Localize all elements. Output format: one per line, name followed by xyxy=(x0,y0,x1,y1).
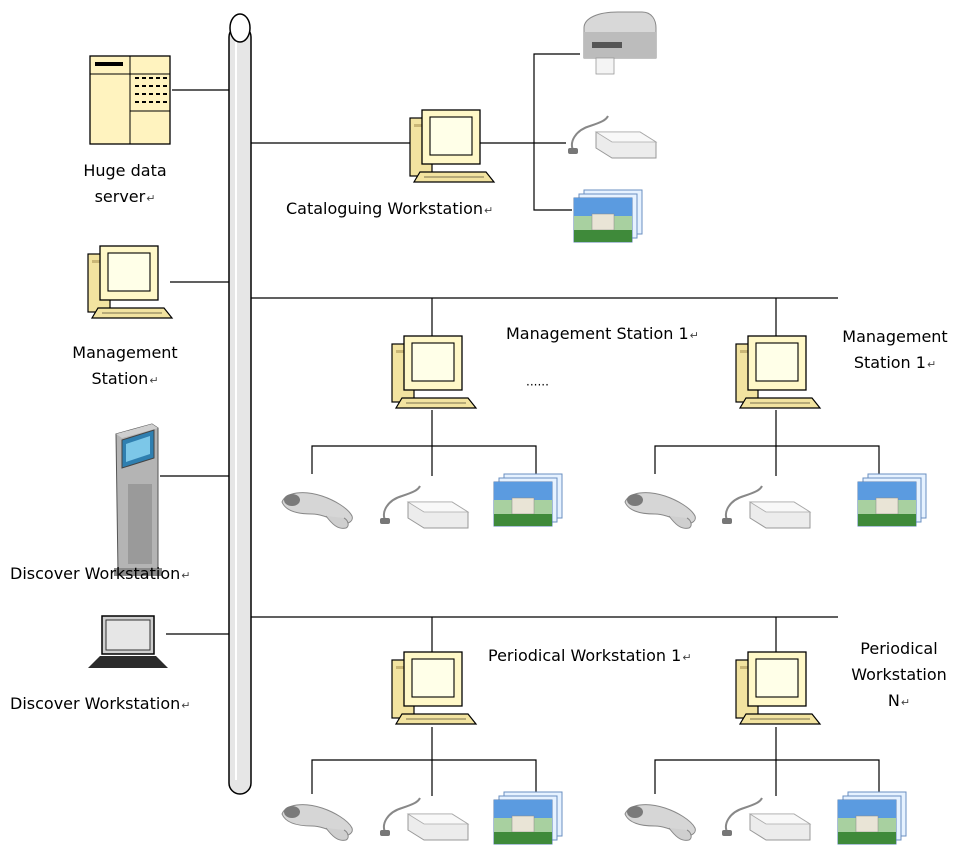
label-periodical-workstation-right: Periodical Workstation N↵ xyxy=(851,639,947,710)
computer-icon xyxy=(391,335,477,409)
server-icon xyxy=(89,55,171,145)
laptop-icon xyxy=(88,615,168,668)
label-discover-workstation-kiosk: Discover Workstation↵ xyxy=(10,564,191,583)
barcode-scanner-icon xyxy=(624,804,696,841)
library-card-icon xyxy=(493,473,563,527)
computer-icon xyxy=(735,335,821,409)
label-management-station-mid: Management Station 1↵ xyxy=(506,324,699,343)
label-discover-workstation-laptop: Discover Workstation↵ xyxy=(10,694,191,713)
backbone-bus xyxy=(228,13,252,795)
kiosk-icon xyxy=(114,423,162,576)
computer-icon xyxy=(735,651,821,725)
label-cataloguing-workstation: Cataloguing Workstation↵ xyxy=(286,199,494,218)
card-reader-icon xyxy=(721,485,811,529)
label-huge-data-server: Huge data server↵ xyxy=(83,161,167,206)
card-reader-icon xyxy=(721,797,811,841)
card-reader-icon xyxy=(379,797,469,841)
label-management-station-left: Management Station↵ xyxy=(72,343,178,388)
connection-lines xyxy=(160,53,880,796)
computer-icon xyxy=(391,651,477,725)
barcode-scanner-icon xyxy=(281,804,353,841)
library-card-icon xyxy=(493,791,563,845)
label-printer-icon xyxy=(583,11,657,75)
ellipsis: ······ xyxy=(526,378,549,392)
barcode-scanner-icon xyxy=(281,492,353,529)
library-card-icon xyxy=(857,473,927,527)
card-reader-icon xyxy=(379,485,469,529)
computer-icon xyxy=(409,109,495,183)
label-management-station-right: Management Station 1↵ xyxy=(842,327,948,372)
card-reader-icon xyxy=(567,115,657,159)
library-card-icon xyxy=(573,189,643,243)
barcode-scanner-icon xyxy=(624,492,696,529)
library-card-icon xyxy=(837,791,907,845)
label-periodical-workstation-mid: Periodical Workstation 1↵ xyxy=(488,646,692,665)
computer-icon xyxy=(87,245,173,319)
